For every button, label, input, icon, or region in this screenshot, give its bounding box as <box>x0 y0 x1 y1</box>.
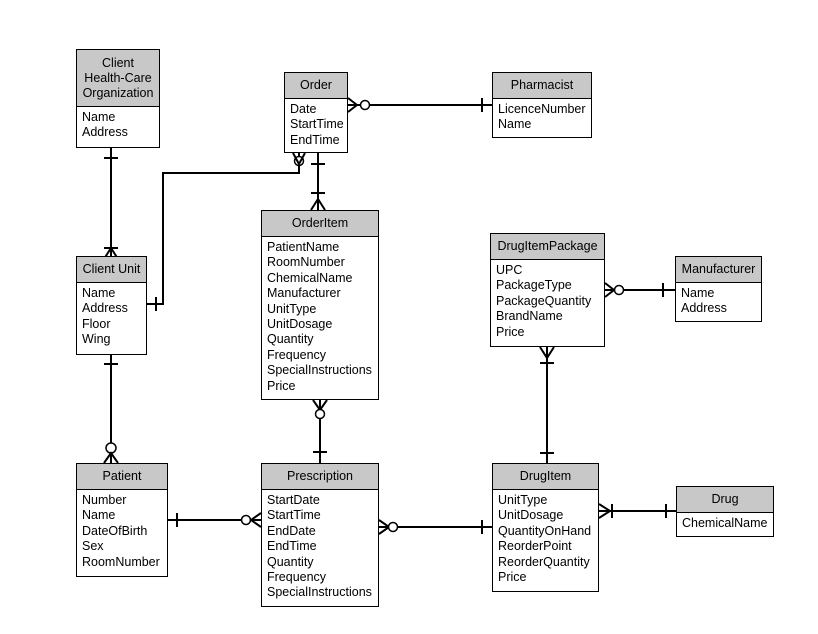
attribute: Frequency <box>267 570 327 585</box>
attribute: UnitType <box>267 301 317 316</box>
entity-patient[interactable]: Patient Number Name DateOfBirth Sex Room… <box>76 463 168 577</box>
rel-clientunit-order <box>147 152 306 311</box>
attribute: StartTime <box>267 508 321 523</box>
rel-clientunit-patient <box>103 355 119 464</box>
entity-attributes: UPC PackageType PackageQuantity BrandNam… <box>491 260 604 344</box>
attribute: SpecialInstructions <box>267 363 372 378</box>
entity-manufacturer[interactable]: Manufacturer Name Address <box>675 256 762 322</box>
attribute: Address <box>82 125 128 140</box>
attribute: StartDate <box>267 493 320 507</box>
entity-attributes: UnitType UnitDosage QuantityOnHand Reord… <box>493 490 598 589</box>
attribute: Price <box>498 570 527 585</box>
attribute: RoomNumber <box>82 554 160 569</box>
rel-drugitempackage-manufacturer <box>604 282 675 298</box>
entity-attributes: StartDate StartTime EndDate EndTime Quan… <box>262 490 378 605</box>
entity-attributes: Name Address <box>77 107 159 145</box>
entity-drug-item[interactable]: DrugItem UnitType UnitDosage QuantityOnH… <box>492 463 599 592</box>
attribute: ReorderQuantity <box>498 554 590 569</box>
attribute: Name <box>498 117 532 132</box>
attribute: Quantity <box>267 554 314 569</box>
rel-order-orderitem <box>310 153 326 211</box>
entity-title: Client Health-Care Organization <box>77 50 159 107</box>
attribute: EndTime <box>290 132 340 147</box>
attribute: UnitDosage <box>498 508 564 523</box>
entity-attributes: Number Name DateOfBirth Sex RoomNumber <box>77 490 167 574</box>
entity-order-item[interactable]: OrderItem PatientName RoomNumber Chemica… <box>261 210 379 400</box>
attribute: RoomNumber <box>267 255 345 270</box>
attribute: PackageQuantity <box>496 293 592 308</box>
attribute: PatientName <box>267 240 340 254</box>
attribute: Name <box>82 110 116 124</box>
entity-client-unit[interactable]: Client Unit Name Address Floor Wing <box>76 256 147 355</box>
attribute: Manufacturer <box>267 286 341 301</box>
rel-drugitempackage-drugitem <box>539 346 555 463</box>
attribute: Address <box>681 301 727 316</box>
attribute: Floor <box>82 316 111 331</box>
entity-attributes: LicenceNumber Name <box>493 99 591 137</box>
attribute: QuantityOnHand <box>498 523 592 538</box>
entity-title: Patient <box>77 464 167 490</box>
attribute: UnitType <box>498 493 548 507</box>
attribute: ReorderPoint <box>498 539 572 554</box>
rel-prescription-drugitem <box>378 519 492 535</box>
attribute: Quantity <box>267 332 314 347</box>
entity-order[interactable]: Order Date StartTime EndTime <box>284 72 348 153</box>
attribute: PackageType <box>496 278 572 293</box>
attribute: Number <box>82 493 127 507</box>
attribute: Address <box>82 301 128 316</box>
entity-title: DrugItem <box>493 464 598 490</box>
attribute: Price <box>267 378 296 393</box>
rel-orderitem-prescription <box>312 399 328 463</box>
attribute: EndTime <box>267 539 317 554</box>
attribute: UPC <box>496 263 523 277</box>
entity-pharmacist[interactable]: Pharmacist LicenceNumber Name <box>492 72 592 138</box>
entity-client-health-care-organization[interactable]: Client Health-Care Organization Name Add… <box>76 49 160 148</box>
entity-title: Client Unit <box>77 257 146 283</box>
attribute: Name <box>681 286 715 300</box>
entity-title: Prescription <box>262 464 378 490</box>
entity-attributes: Name Address <box>676 283 761 321</box>
rel-drugitem-drug <box>598 503 676 519</box>
attribute: Name <box>82 286 116 300</box>
attribute: SpecialInstructions <box>267 585 372 600</box>
attribute: Name <box>82 508 116 523</box>
attribute: Wing <box>82 332 111 347</box>
attribute: LicenceNumber <box>498 102 586 116</box>
attribute: ChemicalName <box>267 270 353 285</box>
entity-prescription[interactable]: Prescription StartDate StartTime EndDate… <box>261 463 379 607</box>
entity-attributes: Name Address Floor Wing <box>77 283 146 352</box>
attribute: Sex <box>82 539 104 554</box>
entity-drug[interactable]: Drug ChemicalName <box>676 486 774 537</box>
attribute: Price <box>496 324 525 339</box>
rel-order-pharmacist <box>347 97 492 113</box>
attribute: ChemicalName <box>682 516 768 530</box>
entity-title: DrugItemPackage <box>491 234 604 260</box>
attribute: DateOfBirth <box>82 523 148 538</box>
rel-hco-clientunit <box>103 148 119 260</box>
entity-title: OrderItem <box>262 211 378 237</box>
attribute: Frequency <box>267 347 327 362</box>
entity-title: Order <box>285 73 347 99</box>
entity-title: Pharmacist <box>493 73 591 99</box>
entity-title: Manufacturer <box>676 257 761 283</box>
attribute: Date <box>290 102 317 116</box>
attribute: BrandName <box>496 309 563 324</box>
attribute: UnitDosage <box>267 317 333 332</box>
entity-attributes: PatientName RoomNumber ChemicalName Manu… <box>262 237 378 398</box>
entity-title: Drug <box>677 487 773 513</box>
entity-attributes: Date StartTime EndTime <box>285 99 347 152</box>
attribute: EndDate <box>267 523 316 538</box>
attribute: StartTime <box>290 117 344 132</box>
rel-patient-prescription <box>168 512 262 528</box>
entity-drug-item-package[interactable]: DrugItemPackage UPC PackageType PackageQ… <box>490 233 605 347</box>
entity-attributes: ChemicalName <box>677 513 773 535</box>
